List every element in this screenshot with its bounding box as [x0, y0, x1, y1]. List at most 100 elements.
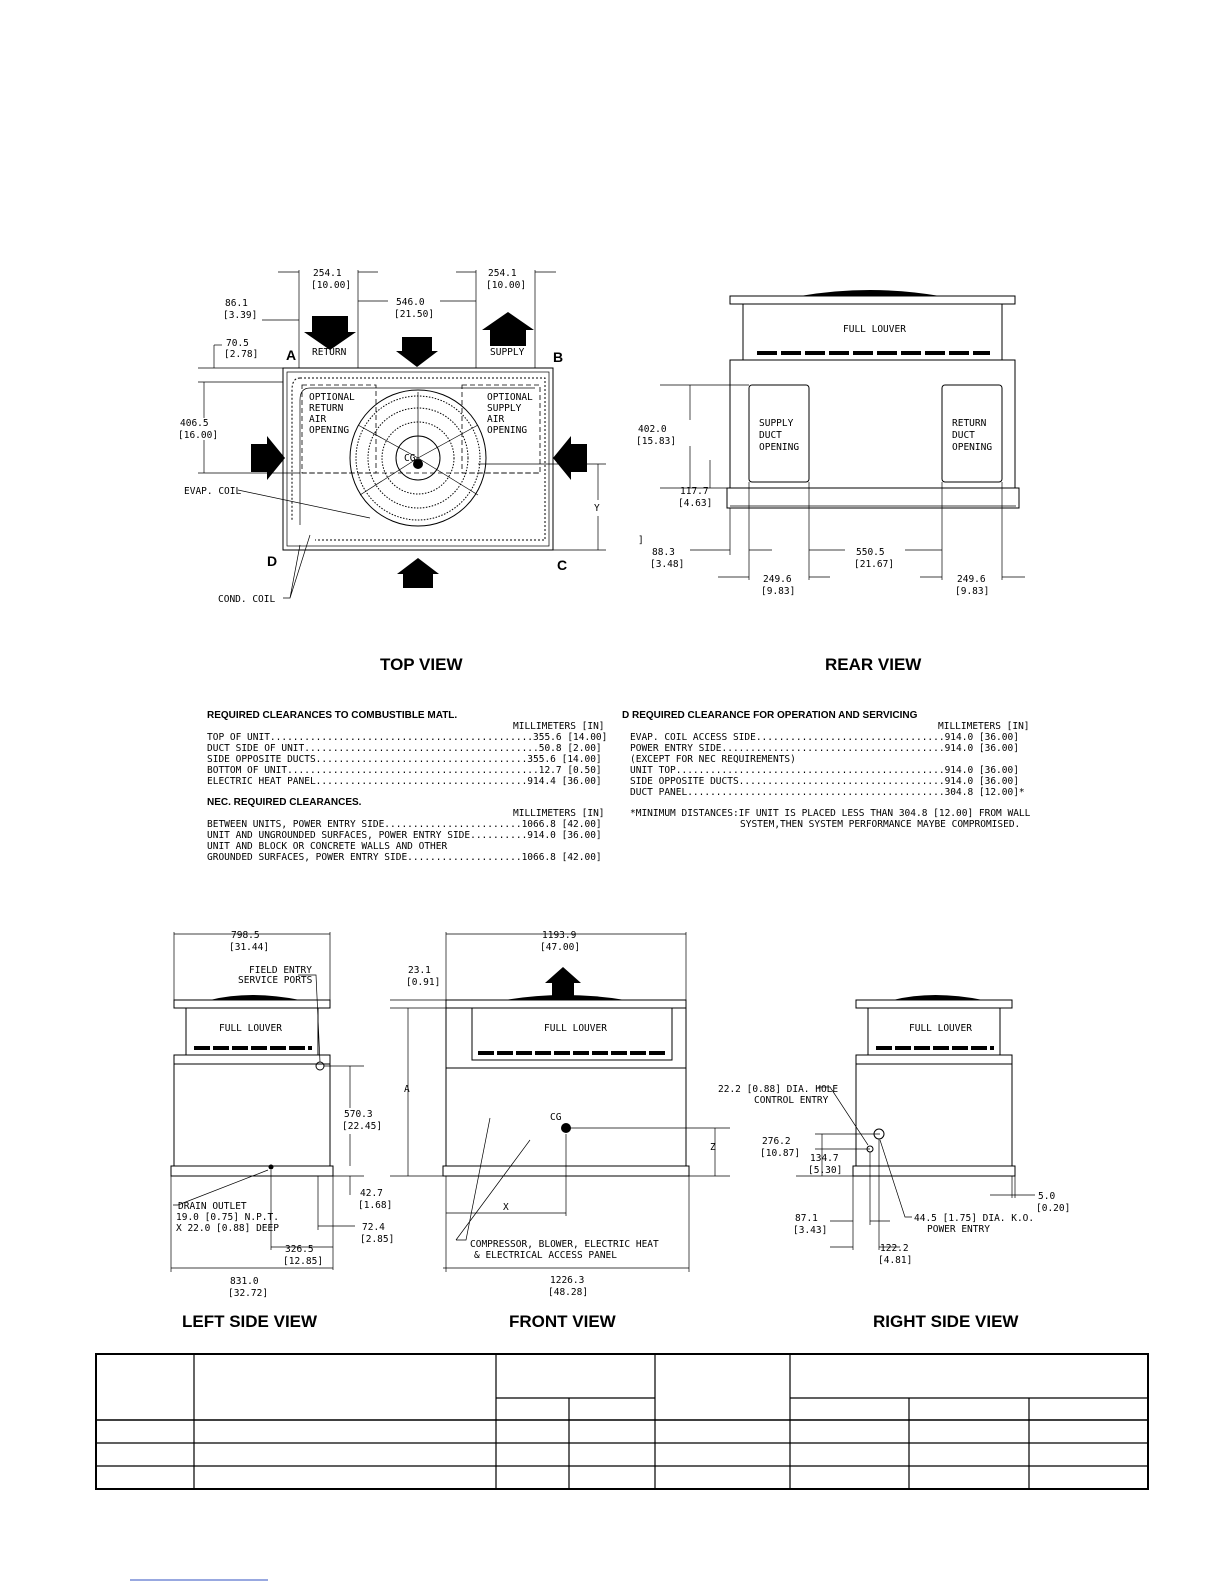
drawing-text: POWER ENTRY SIDE........................…	[630, 743, 1019, 754]
right-side-view: FULL LOUVER 22.2 [0.88] DIA. HOLE CONTRO…	[718, 995, 1070, 1331]
top-dim-2: 254.1	[488, 268, 517, 279]
y-label: Y	[594, 503, 600, 514]
drawing-text: EVAP. COIL ACCESS SIDE..................…	[630, 732, 1019, 743]
corner-a: A	[286, 347, 296, 363]
front-dim-off: 23.1	[408, 965, 431, 976]
drawing-text: [21.50]	[394, 309, 434, 320]
front-letter-a: A	[404, 1084, 410, 1095]
rear-dim-h3: 88.3	[652, 547, 675, 558]
service-title: REQUIRED CLEARANCE FOR OPERATION AND SER…	[632, 710, 918, 721]
drawing-text: [12.85]	[283, 1256, 323, 1267]
power-entry-label: 44.5 [1.75] DIA. K.O.	[914, 1213, 1034, 1224]
optional-supply-label: OPTIONAL SUPPLY AIR OPENING	[487, 392, 533, 436]
drawing-text: OPENING	[309, 425, 349, 436]
drawing-text: UNIT TOP................................…	[630, 765, 1019, 776]
return-duct-label: RETURN DUCT OPENING	[952, 418, 992, 453]
drawing-text: POWER ENTRY	[927, 1224, 990, 1235]
rear-view: FULL LOUVER SUPPLY DUCT OPENING RETURN D…	[636, 290, 1025, 674]
drawing-text: BOTTOM OF UNIT..........................…	[207, 765, 602, 776]
corner-d: D	[267, 553, 277, 569]
drawing-text: OPENING	[952, 442, 992, 453]
drawing-text: [10.87]	[760, 1148, 800, 1159]
top-dim-3: 546.0	[396, 297, 425, 308]
combustible-title: REQUIRED CLEARANCES TO COMBUSTIBLE MATL.	[207, 710, 457, 721]
top-dim-6: 406.5	[180, 418, 209, 429]
front-dim-top: 1193.9	[542, 930, 577, 941]
access-panel-label: COMPRESSOR, BLOWER, ELECTRIC HEAT	[470, 1239, 659, 1250]
right-dim-h1: 276.2	[762, 1136, 791, 1147]
clearances-combustible: REQUIRED CLEARANCES TO COMBUSTIBLE MATL.…	[207, 710, 607, 787]
drawing-text: [9.83]	[955, 586, 989, 597]
left-dim-h: 570.3	[344, 1109, 373, 1120]
drawing-text: [0.91]	[406, 977, 440, 988]
left-dim-top: 798.5	[231, 930, 260, 941]
rear-dim-h2: 117.7	[680, 486, 709, 497]
up-arrow-icon	[397, 558, 439, 588]
clearances-service: D REQUIRED CLEARANCE FOR OPERATION AND S…	[622, 710, 1031, 830]
drawing-text: [5.30]	[808, 1165, 842, 1176]
drawing-text: OPTIONAL	[487, 392, 533, 403]
drawing-text: OPENING	[759, 442, 799, 453]
drawing-text: [47.00]	[540, 942, 580, 953]
left-dim-b3: 326.5	[285, 1244, 314, 1255]
right-unit-outline	[855, 1063, 1013, 1167]
front-letter-x: X	[503, 1202, 509, 1213]
down-arrow-icon	[396, 337, 438, 367]
drawing-text: [32.72]	[228, 1288, 268, 1299]
return-arrow-icon	[304, 316, 356, 350]
drawing-text: SERVICE PORTS	[238, 975, 313, 986]
clearances-nec: NEC. REQUIRED CLEARANCES. MILLIMETERS [I…	[207, 797, 605, 863]
drawing-text: SIDE OPPOSITE DUCTS.....................…	[207, 754, 602, 765]
drawing-text: SUPPLY	[759, 418, 794, 429]
service-port-icon	[315, 1061, 325, 1071]
drawing-text: CG	[550, 1112, 562, 1123]
front-view: CG FULL LOUVER 1193.9 [47.00] 23.1 [0.91…	[390, 930, 730, 1331]
drawing-text: [4.81]	[878, 1255, 912, 1266]
rear-dim-h1: 402.0	[638, 424, 667, 435]
supply-arrow-icon	[482, 312, 534, 346]
spec-table	[95, 1353, 1149, 1490]
top-cg-label: CG	[404, 453, 416, 464]
right-dim-b1: 87.1	[795, 1213, 818, 1224]
drawing-text: [15.83]	[636, 436, 676, 447]
drawing-text: GROUNDED SURFACES, POWER ENTRY SIDE.....…	[207, 852, 602, 863]
front-view-caption: FRONT VIEW	[509, 1312, 617, 1331]
fan-guard	[349, 389, 487, 527]
drawing-text: [4.63]	[678, 498, 712, 509]
front-dim-w: 1226.3	[550, 1275, 584, 1286]
drawing-text: & ELECTRICAL ACCESS PANEL	[474, 1250, 617, 1261]
drawing-text: TOP OF UNIT.............................…	[207, 732, 607, 743]
drawing-text: *MINIMUM DISTANCES:IF UNIT IS PLACED LES…	[630, 808, 1031, 819]
top-view-caption: TOP VIEW	[380, 655, 463, 674]
supply-duct-label: SUPPLY DUCT OPENING	[759, 418, 799, 453]
drawing-text: [31.44]	[229, 942, 269, 953]
drawing-text: OPENING	[487, 425, 527, 436]
drawing-text: AIR	[309, 414, 326, 425]
drawing-text: D	[622, 710, 629, 721]
drawing-text: ]	[638, 535, 644, 546]
front-up-arrow-icon	[545, 967, 581, 997]
top-dim-4: 86.1	[225, 298, 248, 309]
drawing-text: SUPPLY	[487, 403, 522, 414]
top-dim-5: 70.5	[226, 338, 249, 349]
drawing-text: MILLIMETERS [IN]	[513, 808, 605, 819]
drawing-text: DUCT PANEL..............................…	[630, 787, 1025, 798]
drawing-text: CONTROL ENTRY	[754, 1095, 829, 1106]
drawing-text: [2.78]	[224, 349, 258, 360]
drawing-text: DUCT	[759, 430, 782, 441]
rear-louver-label: FULL LOUVER	[843, 324, 906, 335]
drawing-text: [2.85]	[360, 1234, 394, 1245]
rear-dim-w3: 249.6	[957, 574, 986, 585]
cond-coil-label: COND. COIL	[218, 594, 275, 605]
left-side-view: FULL LOUVER 798.5 [31.44] FIELD ENTRY SE…	[170, 930, 394, 1331]
drain-label: DRAIN OUTLET	[178, 1201, 247, 1212]
right-dim-b2: 122.2	[880, 1243, 909, 1254]
drawing-text: [0.20]	[1036, 1203, 1070, 1214]
drawing-text: (EXCEPT FOR NEC REQUIREMENTS)	[630, 754, 796, 765]
cg-mark-top	[413, 459, 423, 469]
right-arrow-icon	[251, 436, 285, 480]
drawing-text: SIDE OPPOSITE DUCTS.....................…	[630, 776, 1019, 787]
right-dim-h2: 134.7	[810, 1153, 839, 1164]
drawing-text: SYSTEM,THEN SYSTEM PERFORMANCE MAYBE COM…	[740, 819, 1020, 830]
